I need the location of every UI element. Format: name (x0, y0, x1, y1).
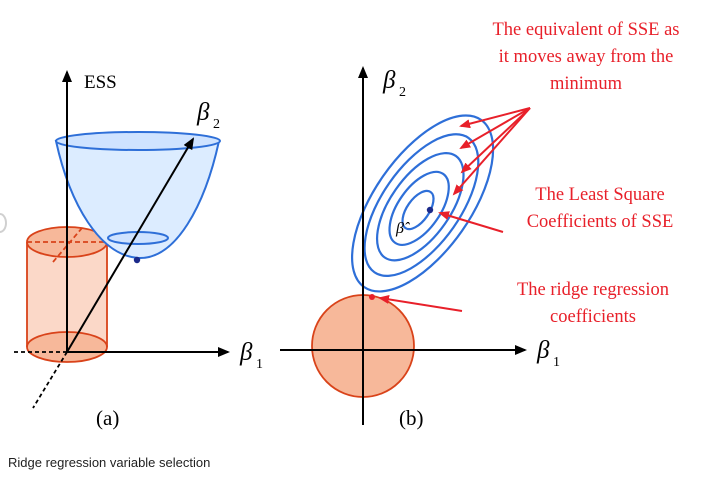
sse-annotation-line-2: it moves away from the (499, 47, 674, 67)
beta2-axis-a-back (32, 351, 68, 409)
ridge-annotation-line-1: The ridge regression (517, 280, 669, 300)
sse-arrow-1 (459, 107, 531, 129)
ridge-arrow (378, 294, 463, 312)
ls-annotation-line-1: The Least Square (535, 185, 664, 205)
beta2-label-a: β (196, 99, 210, 126)
sse-annotation-line-1: The equivalent of SSE as (492, 20, 679, 40)
beta1-sub-b: 1 (553, 355, 560, 370)
sse-arrow-4 (452, 107, 531, 196)
ls-annotation-line-2: Coefficients of SSE (527, 212, 674, 232)
ridge-annotation-line-2: coefficients (550, 307, 636, 327)
tangent-point-a (133, 256, 141, 264)
ls-arrow (438, 211, 504, 233)
left-edge-artifact (0, 213, 7, 233)
beta2-sub-b: 2 (399, 85, 406, 100)
ridge-solution-point (369, 294, 375, 300)
figure-caption: Ridge regression variable selection (8, 455, 211, 470)
sse-arrow-2 (459, 107, 531, 150)
beta1-label-b: β (536, 337, 550, 364)
panel-a: ESS β 2 β 1 (a) (12, 70, 263, 430)
beta1-sub-a: 1 (256, 357, 263, 372)
panel-a-label: (a) (96, 406, 119, 430)
contour-5 (350, 114, 495, 293)
sse-contours (350, 114, 495, 293)
annotation-arrows (378, 107, 531, 312)
panel-b-label: (b) (399, 406, 424, 430)
beta2-sub-a: 2 (213, 117, 220, 132)
beta2-axis-a (66, 137, 195, 353)
beta1-label-a: β (239, 339, 253, 366)
sse-annotation-line-3: minimum (550, 74, 623, 94)
panel-b: β 2 β 1 β̂ (b) The equivalent of SSE as … (280, 20, 680, 430)
contour-2 (388, 170, 450, 246)
annotation-texts: The equivalent of SSE as it moves away f… (492, 20, 679, 327)
beta2-label-b: β (382, 67, 396, 94)
contour-3 (375, 152, 465, 262)
ls-estimate-point (426, 206, 434, 214)
ess-label: ESS (84, 72, 117, 93)
paraboloid-rim (55, 131, 221, 151)
sse-paraboloid (54, 131, 221, 264)
sse-arrow-3 (460, 107, 531, 174)
contour-4 (363, 133, 480, 277)
